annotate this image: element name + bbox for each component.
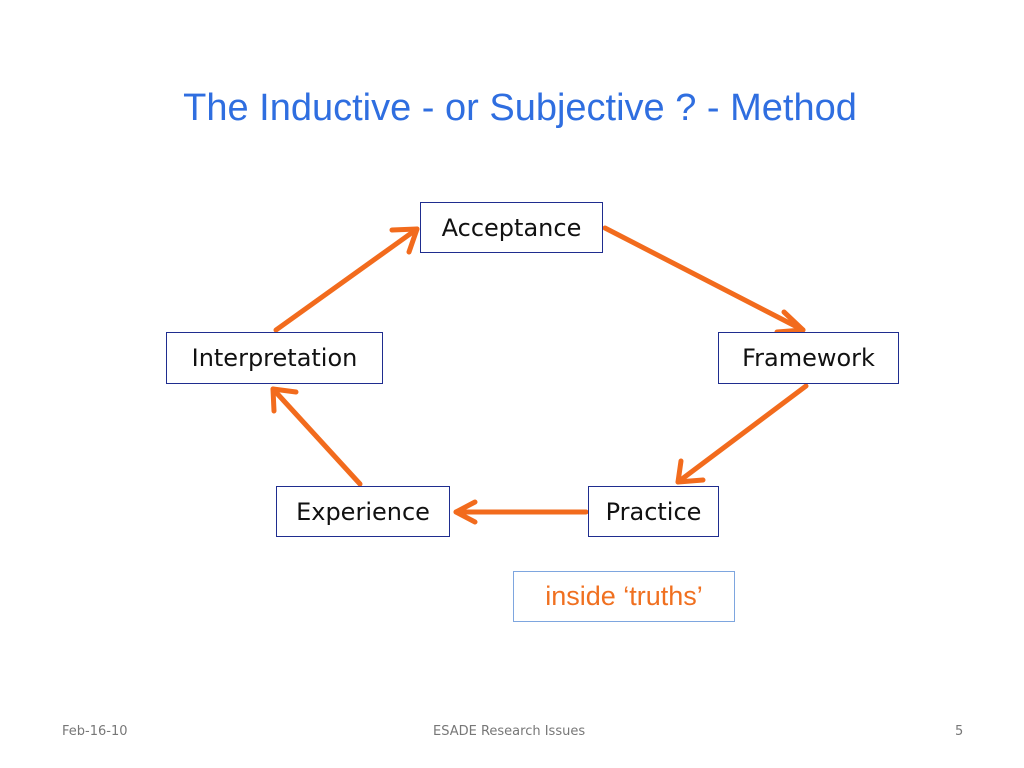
- arrow-interpretation-to-acceptance: [273, 226, 420, 333]
- node-acceptance: Acceptance: [420, 202, 603, 253]
- node-experience: Experience: [276, 486, 450, 537]
- slide-title: The Inductive - or Subjective ? - Method: [183, 87, 857, 129]
- note-inside-truths: inside ‘truths’: [513, 571, 735, 622]
- arrow-experience-to-interpretation: [270, 386, 363, 487]
- arrow-acceptance-to-framework: [602, 225, 806, 335]
- footer-page-number: 5: [955, 724, 964, 739]
- arrow-practice-to-experience: [453, 499, 589, 525]
- arrow-framework-to-practice: [675, 383, 809, 485]
- node-framework: Framework: [718, 332, 899, 384]
- node-interpretation: Interpretation: [166, 332, 383, 384]
- footer-center-text: ESADE Research Issues: [433, 724, 586, 739]
- footer-date: Feb-16-10: [62, 724, 128, 739]
- node-practice: Practice: [588, 486, 719, 537]
